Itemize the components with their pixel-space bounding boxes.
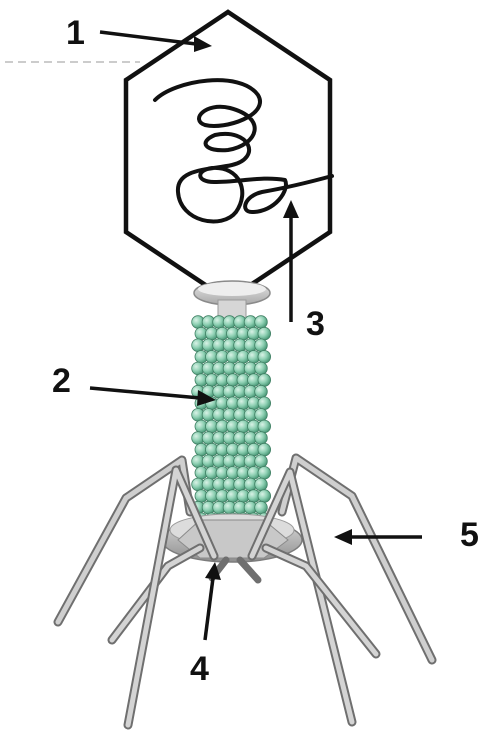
tail-bead (258, 351, 271, 364)
label-1: 1 (66, 14, 85, 52)
head-capsid (126, 12, 330, 300)
collar-top (198, 282, 266, 296)
tail-bead (255, 362, 268, 375)
tail-bead (258, 420, 271, 433)
tail-bead (258, 327, 271, 340)
label-3: 3 (306, 305, 325, 343)
tail-bead (258, 397, 271, 410)
tail-bead (255, 316, 268, 329)
tail-bead (258, 443, 271, 456)
tail-bead (255, 455, 268, 468)
tail-bead (255, 501, 268, 514)
tail-sheath (192, 316, 271, 526)
tail-bead (258, 490, 271, 503)
tail-bead (255, 478, 268, 491)
label-2: 2 (52, 362, 71, 400)
tail-bead (255, 385, 268, 398)
tail-bead (258, 374, 271, 387)
tail-bead (255, 339, 268, 352)
arrow-4 (205, 562, 221, 640)
tail-bead (258, 467, 271, 480)
tail-bead (255, 409, 268, 422)
tail-bead (255, 432, 268, 445)
label-5: 5 (460, 516, 479, 554)
label-4: 4 (190, 650, 209, 688)
